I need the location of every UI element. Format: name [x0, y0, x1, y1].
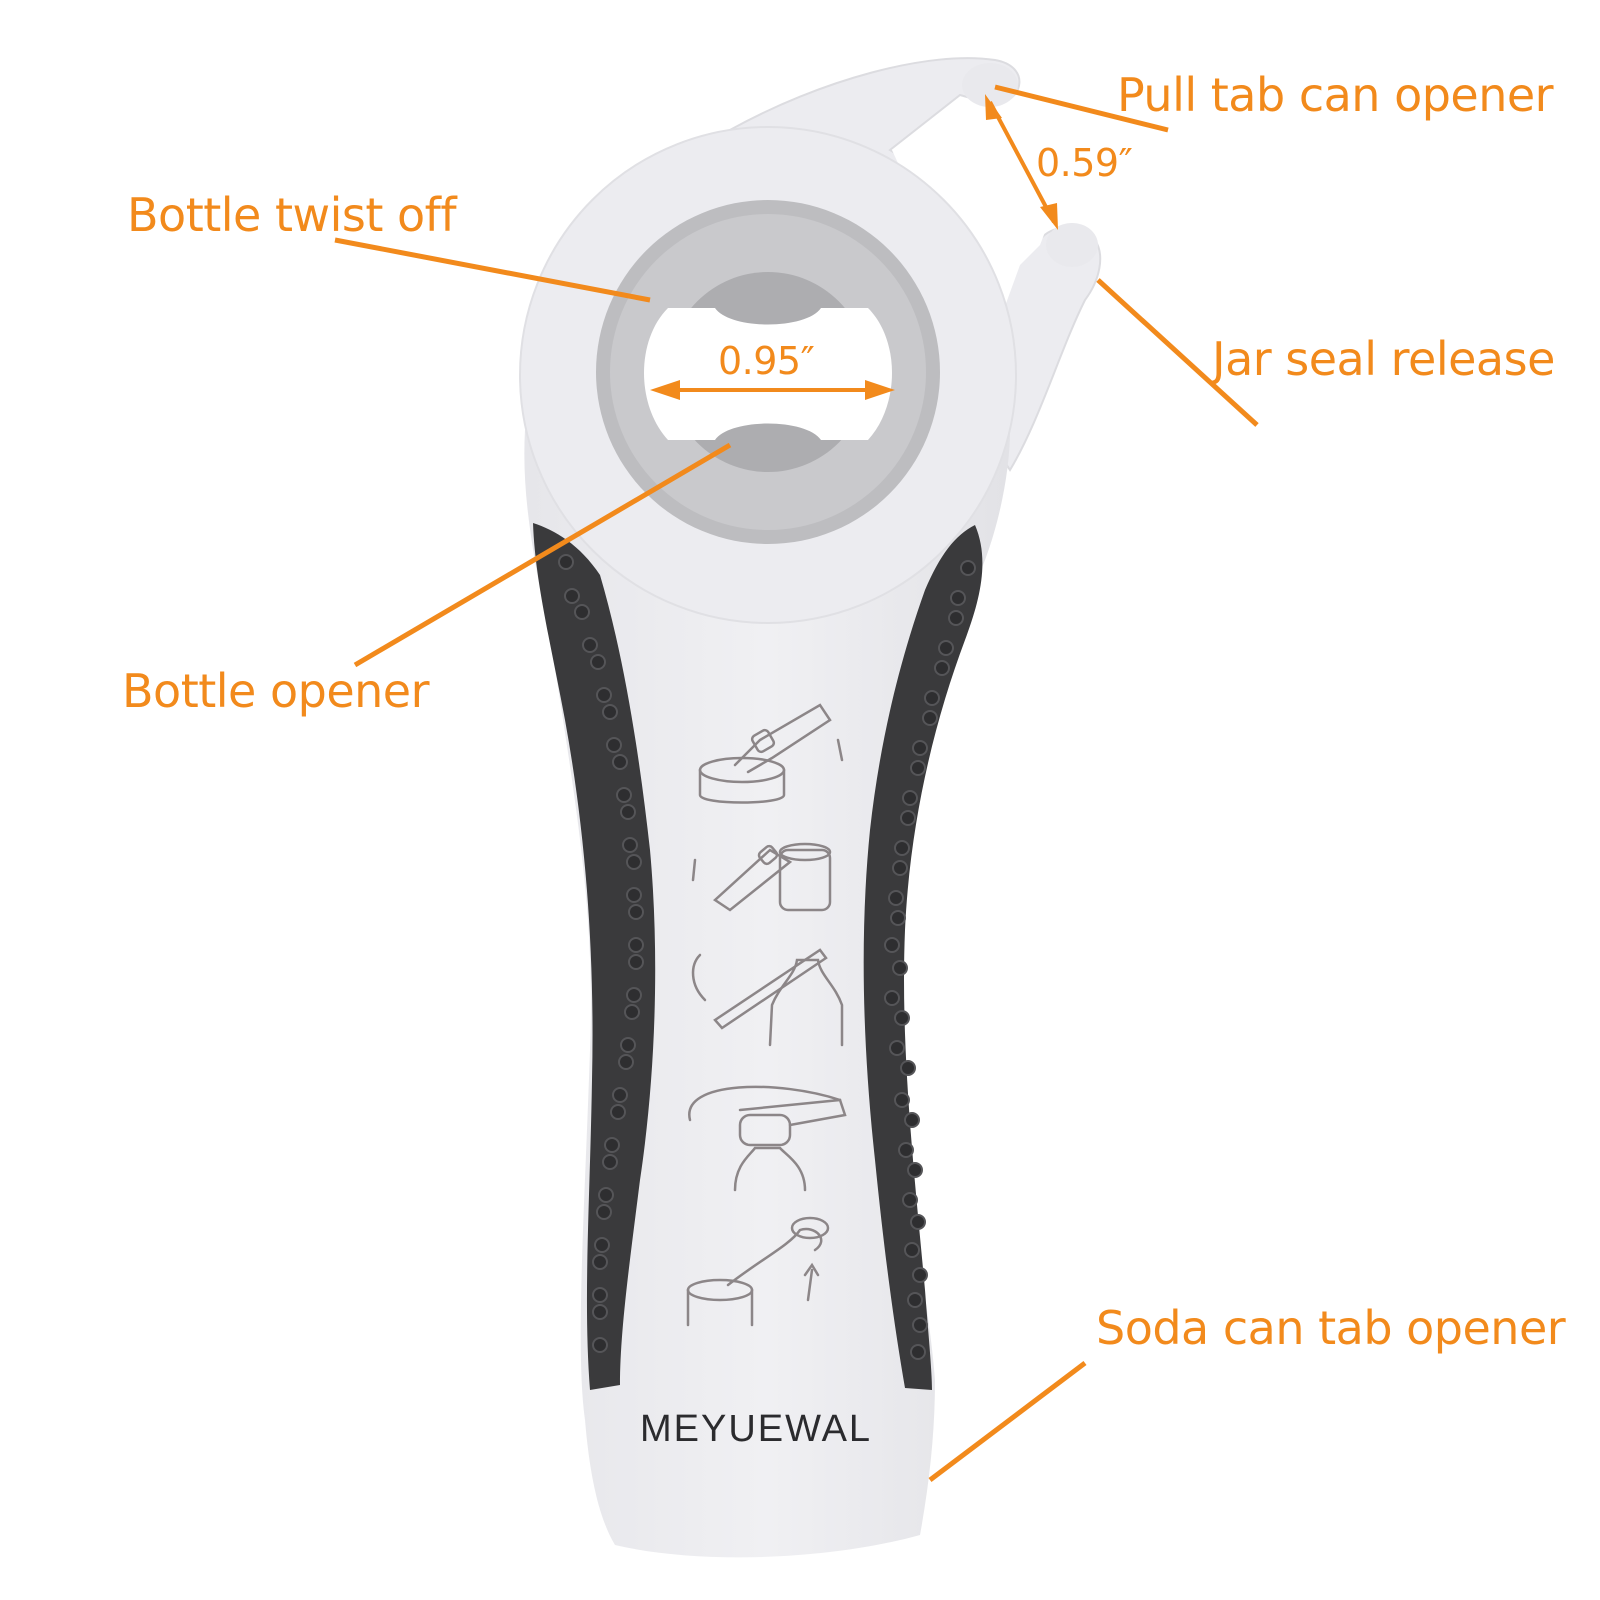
right-grip-dimples	[884, 560, 976, 1360]
dimension-hook-gap: 0.59″	[1036, 141, 1133, 185]
left-grip-dimples	[558, 554, 644, 1353]
callout-soda-can-tab-opener: Soda can tab opener	[1096, 1301, 1566, 1355]
callout-lines	[334, 84, 1259, 1482]
hook-gap-arrow	[985, 94, 1058, 230]
dimension-arrows	[650, 94, 1058, 400]
bottle-twist-off-icon	[688, 1085, 847, 1192]
jar-seal-release-icon	[691, 842, 832, 912]
dimension-opening-width: 0.95″	[718, 339, 815, 383]
left-grip	[533, 523, 656, 1390]
twist-off-ring	[596, 200, 940, 544]
pull-tab-leader-line	[994, 84, 1169, 133]
right-grip	[863, 525, 983, 1390]
bottle-cap-opener-icon	[691, 948, 844, 1047]
callout-jar-seal-release: Jar seal release	[1212, 332, 1555, 386]
twist-off-leader-line	[334, 237, 651, 303]
soda-tab-leader-line	[928, 1361, 1087, 1482]
callout-pull-tab-can-opener: Pull tab can opener	[1117, 68, 1554, 122]
opening-width-arrow	[650, 380, 895, 400]
callout-bottle-twist-off: Bottle twist off	[127, 188, 457, 242]
callout-bottle-opener: Bottle opener	[122, 664, 430, 718]
instruction-icons	[686, 703, 847, 1327]
pull-tab-can-icon	[698, 703, 844, 804]
bottle-opener-leader-line	[353, 442, 732, 668]
soda-can-tab-icon	[686, 1216, 830, 1327]
brand-logo-text: MEYUEWAL	[640, 1408, 873, 1450]
jar-seal-leader-line	[1096, 278, 1259, 427]
